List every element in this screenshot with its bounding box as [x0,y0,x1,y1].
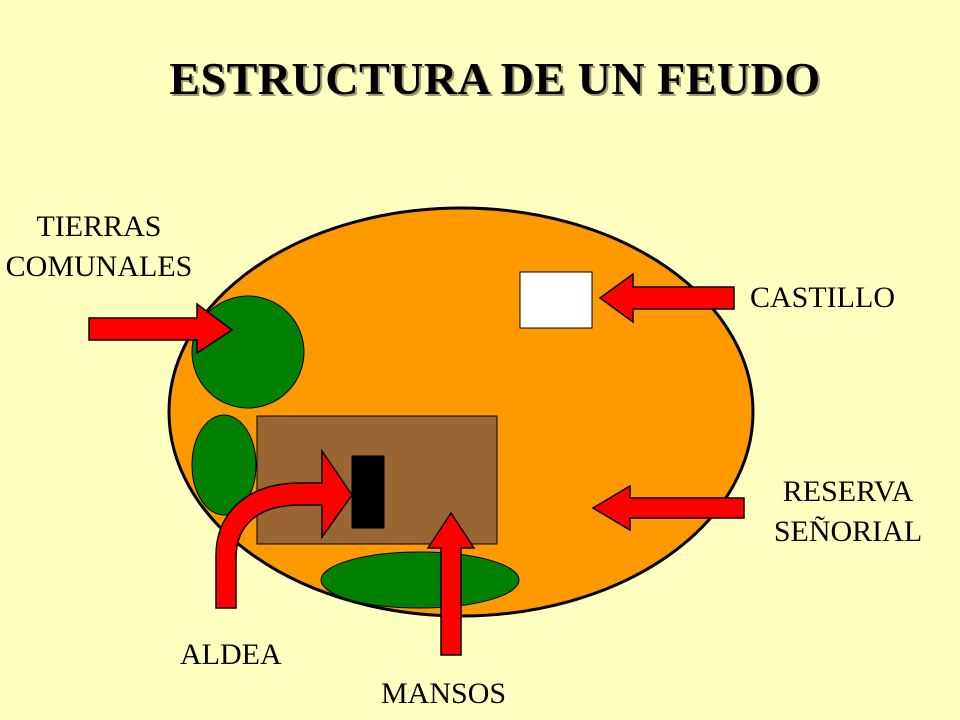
castle [519,271,593,329]
arrow-tierras-comunales [88,302,234,355]
mansos-field [320,551,520,609]
arrow-aldea [215,448,353,609]
arrow-reserva-senorial [591,484,745,532]
label-aldea: ALDEA [180,638,282,671]
label-tierras-comunales: TIERRAS COMUNALES [5,210,193,283]
communal-land-small [191,414,257,516]
arrow-castillo [598,272,735,324]
label-reserva-senorial: RESERVA SEÑORIAL [773,475,923,548]
page-title: ESTRUCTURA DE UN FEUDO [169,53,821,104]
label-castillo: CASTILLO [750,281,895,314]
village-building [351,455,385,529]
arrow-mansos [426,511,476,656]
label-mansos: MANSOS [381,677,507,710]
